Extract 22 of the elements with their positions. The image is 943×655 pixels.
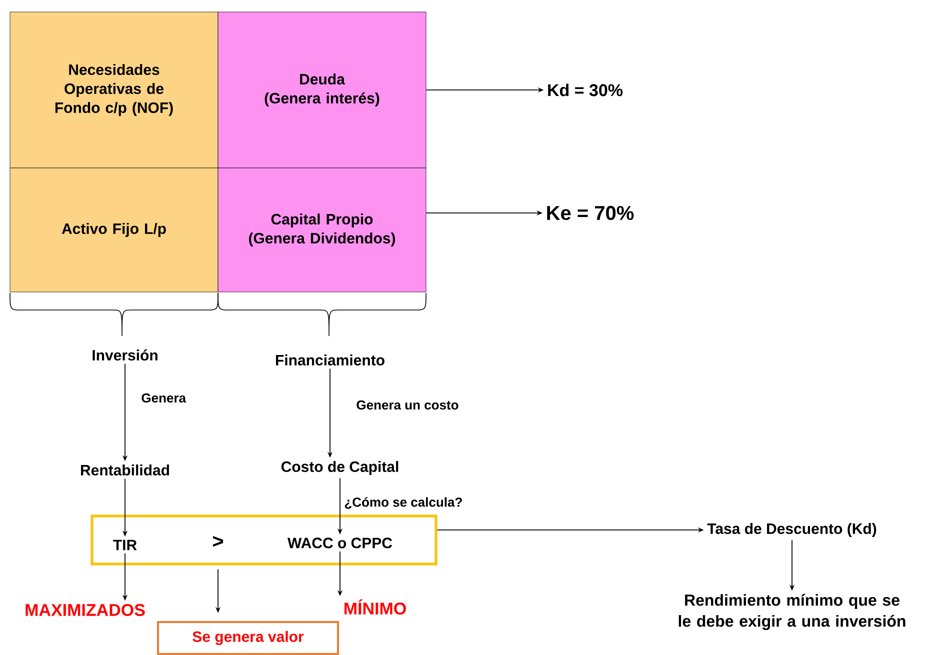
comparison-box — [90, 514, 438, 566]
edge-label: ¿Cómo se calcula? — [343, 496, 464, 510]
term-text: TIR — [113, 540, 137, 550]
term-text: Tasa de Descuento (Kd) — [707, 523, 876, 537]
value-text: Kd = 30% — [548, 84, 623, 96]
note-text: Rendimiento mínimo que se le debe exigir a una inversión — [678, 594, 906, 630]
term-text: Costo de Capital — [281, 461, 398, 475]
edge-label: Genera un costo — [355, 399, 460, 411]
edge-label: Genera — [140, 392, 187, 404]
cell: Activo Fijo L/p — [10, 168, 218, 292]
cell: Capital Propio (Genera Dividendos) — [218, 168, 426, 292]
term-text: WACC o CPPC — [288, 538, 392, 548]
comparison-sign: > — [213, 536, 224, 547]
term-text: Financiamiento — [276, 354, 384, 366]
result-text: MÍNIMO — [344, 599, 406, 615]
cell: Deuda (Genera interés) — [218, 12, 426, 168]
term-text: Inversión — [92, 349, 158, 361]
term-text: Rentabilidad — [81, 464, 170, 476]
cell: Necesidades Operativas de Fondo c/p (NOF) — [10, 12, 218, 168]
value-text: Ke = 70% — [547, 206, 634, 220]
result-box: Se genera valor — [157, 620, 339, 655]
result-text: MAXIMIZADOS — [26, 604, 145, 616]
